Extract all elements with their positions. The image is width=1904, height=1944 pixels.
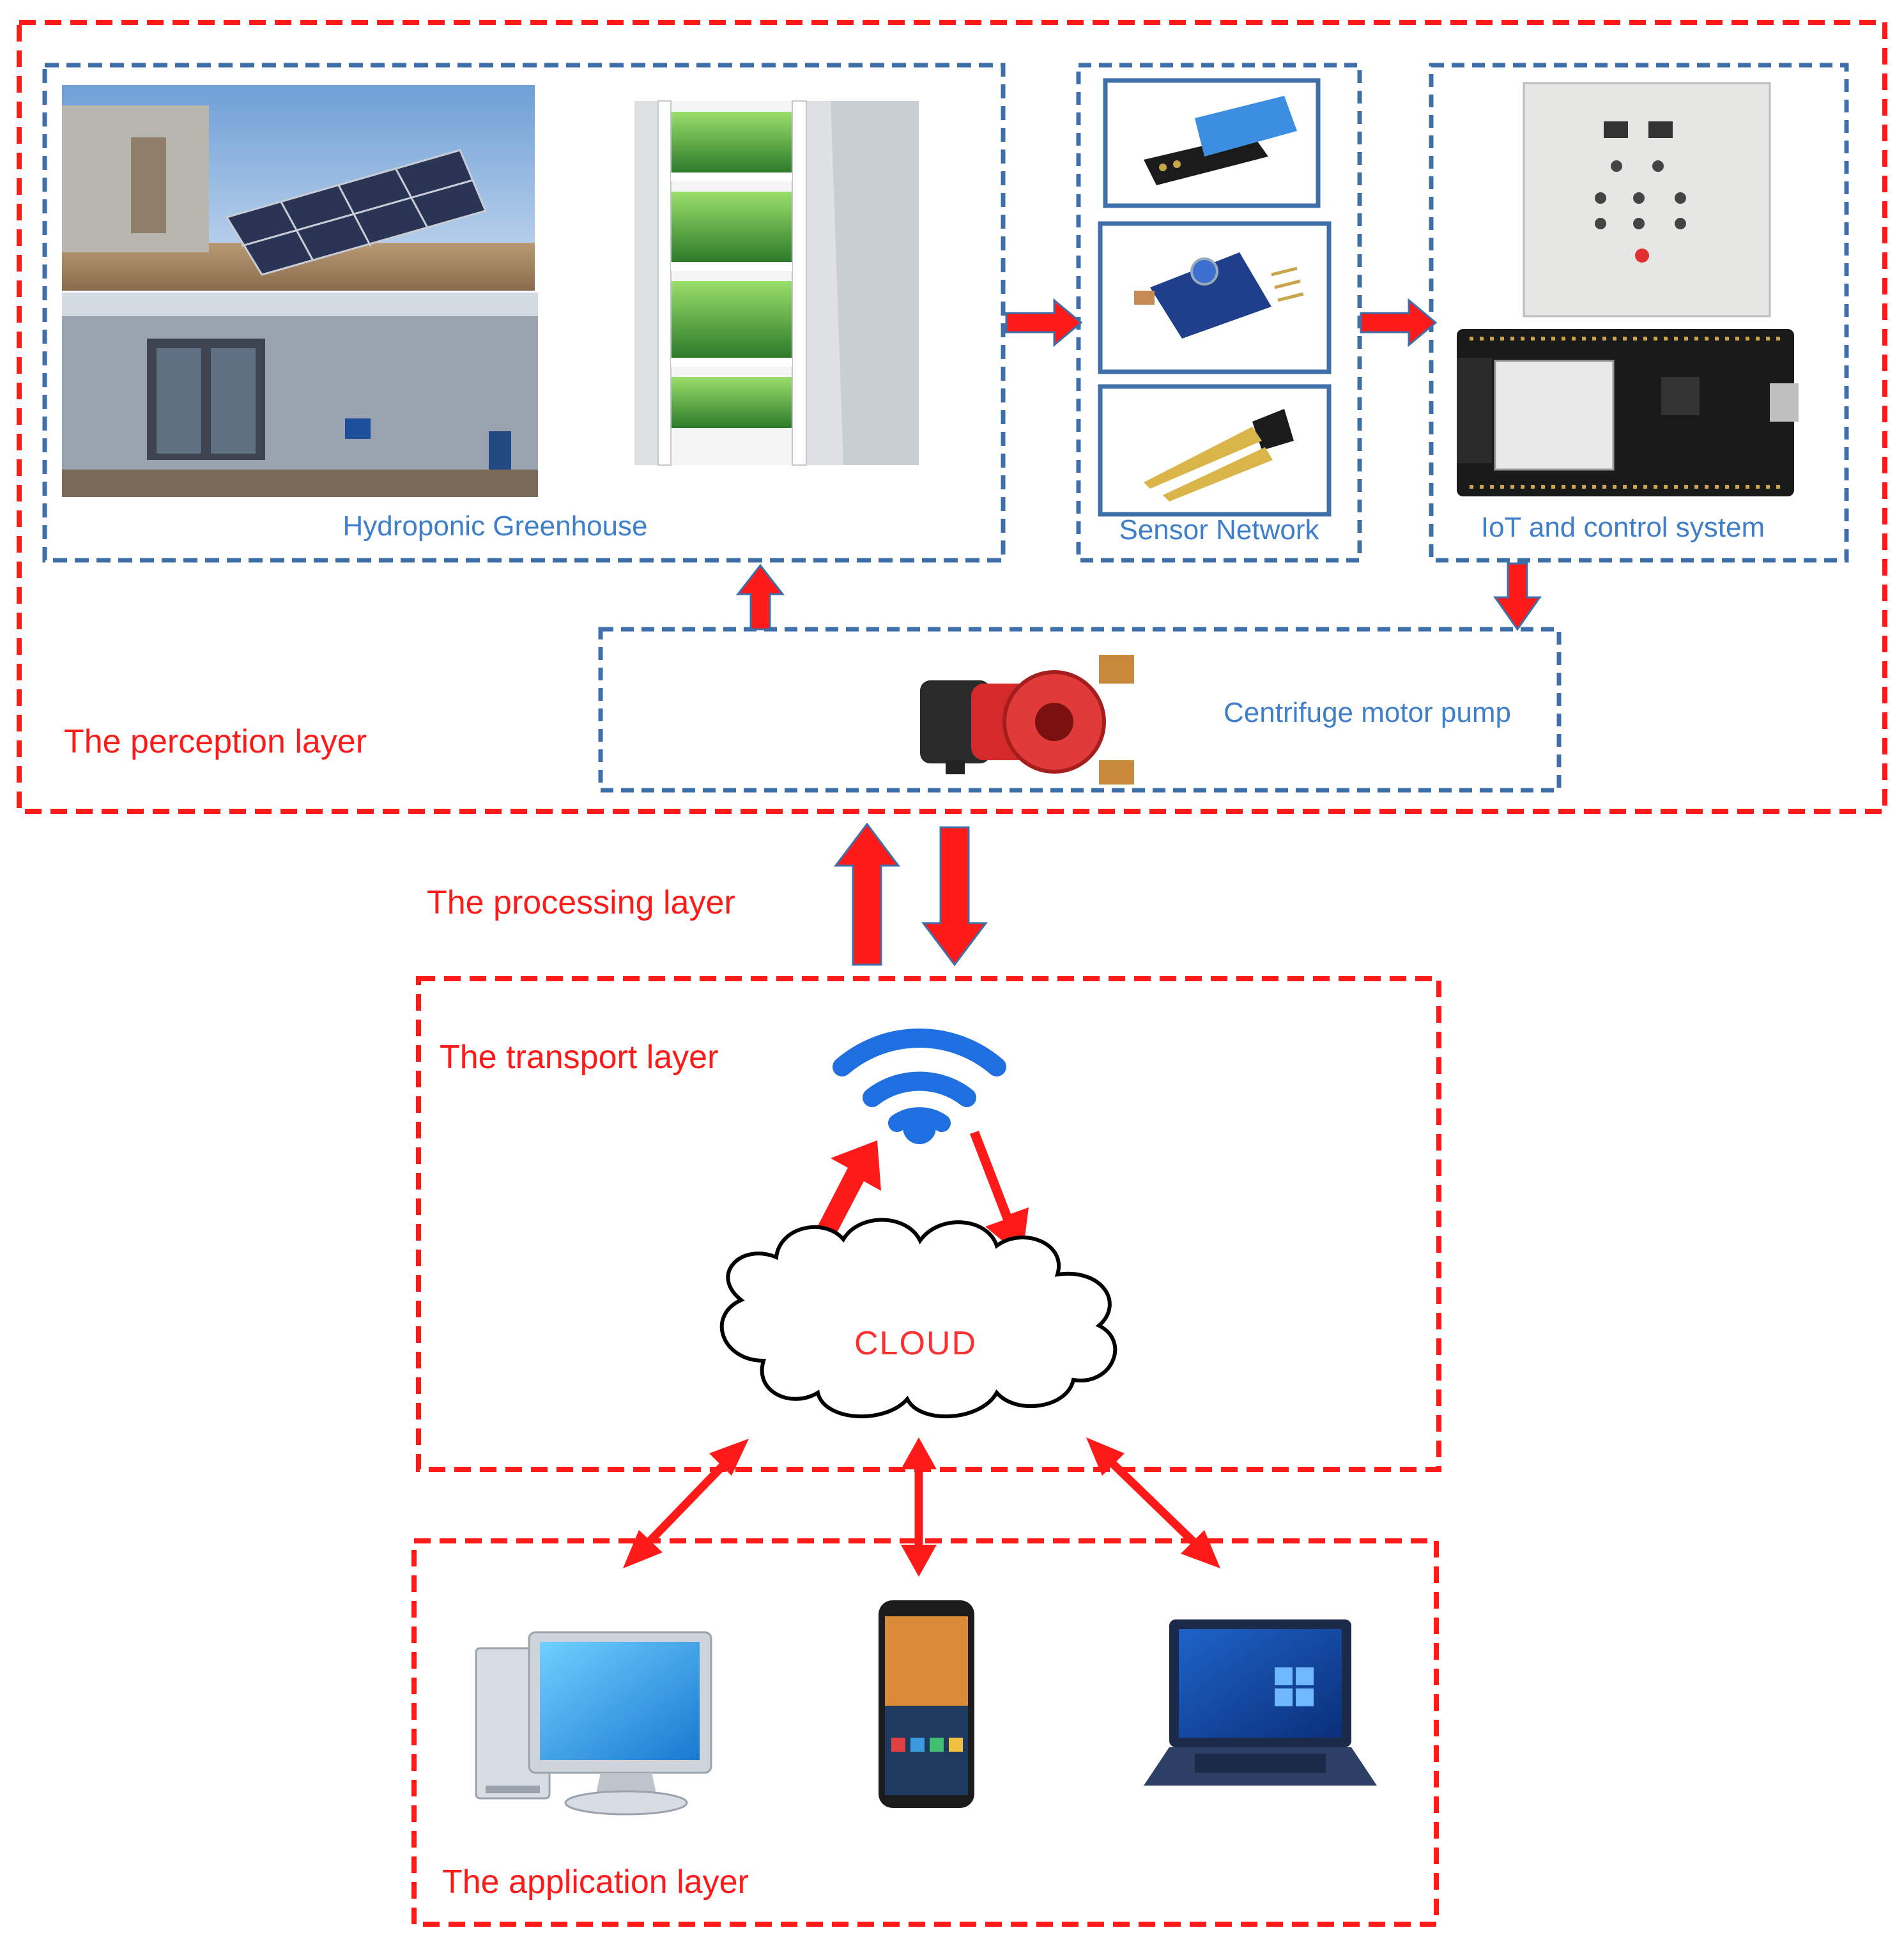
perception-layer: The perception layer (17, 20, 1887, 814)
control-panel-icon (1523, 82, 1771, 318)
arrow-processing-up (833, 822, 901, 966)
processing-layer-label: The processing layer (427, 884, 735, 921)
sensor-network-component: Sensor Network (1076, 63, 1362, 563)
arrow-pump-to-greenhouse (735, 563, 785, 631)
iot-control-component: IoT and control system (1429, 63, 1849, 563)
greenhouse-component: Hydroponic Greenhouse (42, 63, 1006, 563)
application-layer: The application layer (411, 1538, 1439, 1927)
application-layer-border (411, 1538, 1439, 1927)
pump-label: Centrifuge motor pump (1224, 697, 1511, 728)
greenhouse-container-photo (62, 293, 538, 497)
microcontroller-board-icon (1457, 329, 1799, 496)
smartphone-icon (879, 1600, 974, 1808)
greenhouse-fodder-photo (634, 100, 919, 466)
laptop-icon (1144, 1619, 1377, 1786)
perception-layer-label: The perception layer (64, 723, 367, 760)
perception-layer-border (17, 20, 1887, 814)
arrow-sensors-to-iot (1360, 298, 1438, 348)
perception-arrows (735, 298, 1542, 631)
iot-control-label: IoT and control system (1481, 512, 1765, 543)
processing-layer: The processing layer (427, 822, 988, 967)
iot-control-box (1429, 63, 1849, 563)
centrifuge-pump-icon (920, 655, 1134, 784)
arrow-greenhouse-to-sensors (1005, 298, 1083, 348)
arrow-wifi-to-cloud (970, 1131, 1029, 1257)
soil-moisture-sensor-icon (1144, 409, 1294, 501)
sensor-network-label: Sensor Network (1119, 514, 1319, 546)
cloud-icon (719, 1218, 1117, 1419)
transport-layer-label: The transport layer (440, 1039, 718, 1076)
pump-component: Centrifuge motor pump (598, 627, 1562, 793)
arrow-cloud-laptop (1099, 1450, 1208, 1556)
light-sensor-icon (1134, 252, 1304, 339)
desktop-computer-icon (475, 1631, 712, 1816)
cloud-label: CLOUD (854, 1325, 977, 1362)
arrow-iot-to-pump (1493, 562, 1542, 631)
humidity-sensor-icon (1144, 96, 1297, 185)
greenhouse-label: Hydroponic Greenhouse (343, 510, 648, 542)
greenhouse-solar-photo (62, 85, 535, 291)
arrow-processing-down (921, 826, 988, 967)
arrow-cloud-desktop (636, 1450, 738, 1556)
pump-box (598, 627, 1562, 793)
cloud-device-arrows (623, 1437, 1220, 1577)
transport-layer: The transport layer CLOUD (416, 976, 1441, 1472)
greenhouse-box (42, 63, 1006, 563)
wifi-icon (833, 1028, 1006, 1144)
application-layer-label: The application layer (442, 1864, 749, 1901)
